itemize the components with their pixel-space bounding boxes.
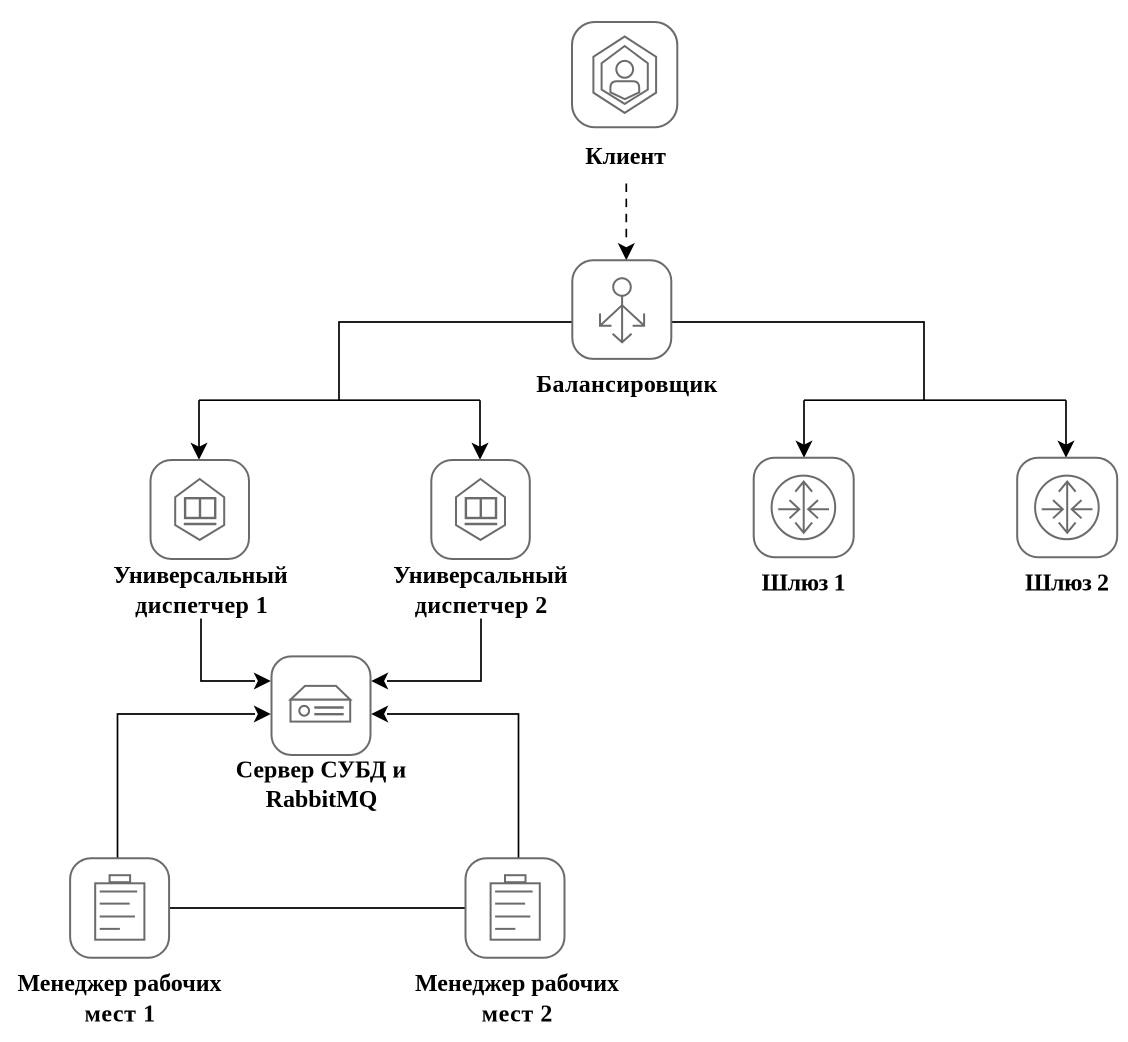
svg-text:мест 1: мест 1 — [84, 1002, 155, 1028]
svg-text:Универсальный: Универсальный — [393, 563, 567, 589]
svg-text:RabbitMQ: RabbitMQ — [266, 787, 378, 813]
svg-text:Универсальный: Универсальный — [113, 563, 287, 589]
svg-text:мест 2: мест 2 — [482, 1002, 553, 1028]
svg-text:диспетчер 2: диспетчер 2 — [415, 593, 548, 619]
svg-text:диспетчер 1: диспетчер 1 — [135, 593, 268, 619]
svg-text:Менеджер рабочих: Менеджер рабочих — [415, 971, 619, 997]
svg-text:Менеджер рабочих: Менеджер рабочих — [17, 971, 221, 997]
svg-text:Шлюз 2: Шлюз 2 — [1025, 571, 1109, 597]
svg-text:Клиент: Клиент — [585, 144, 666, 170]
svg-text:Шлюз 1: Шлюз 1 — [762, 571, 846, 597]
svg-text:Балансировщик: Балансировщик — [536, 372, 717, 398]
svg-text:Сервер СУБД и: Сервер СУБД и — [236, 757, 407, 783]
